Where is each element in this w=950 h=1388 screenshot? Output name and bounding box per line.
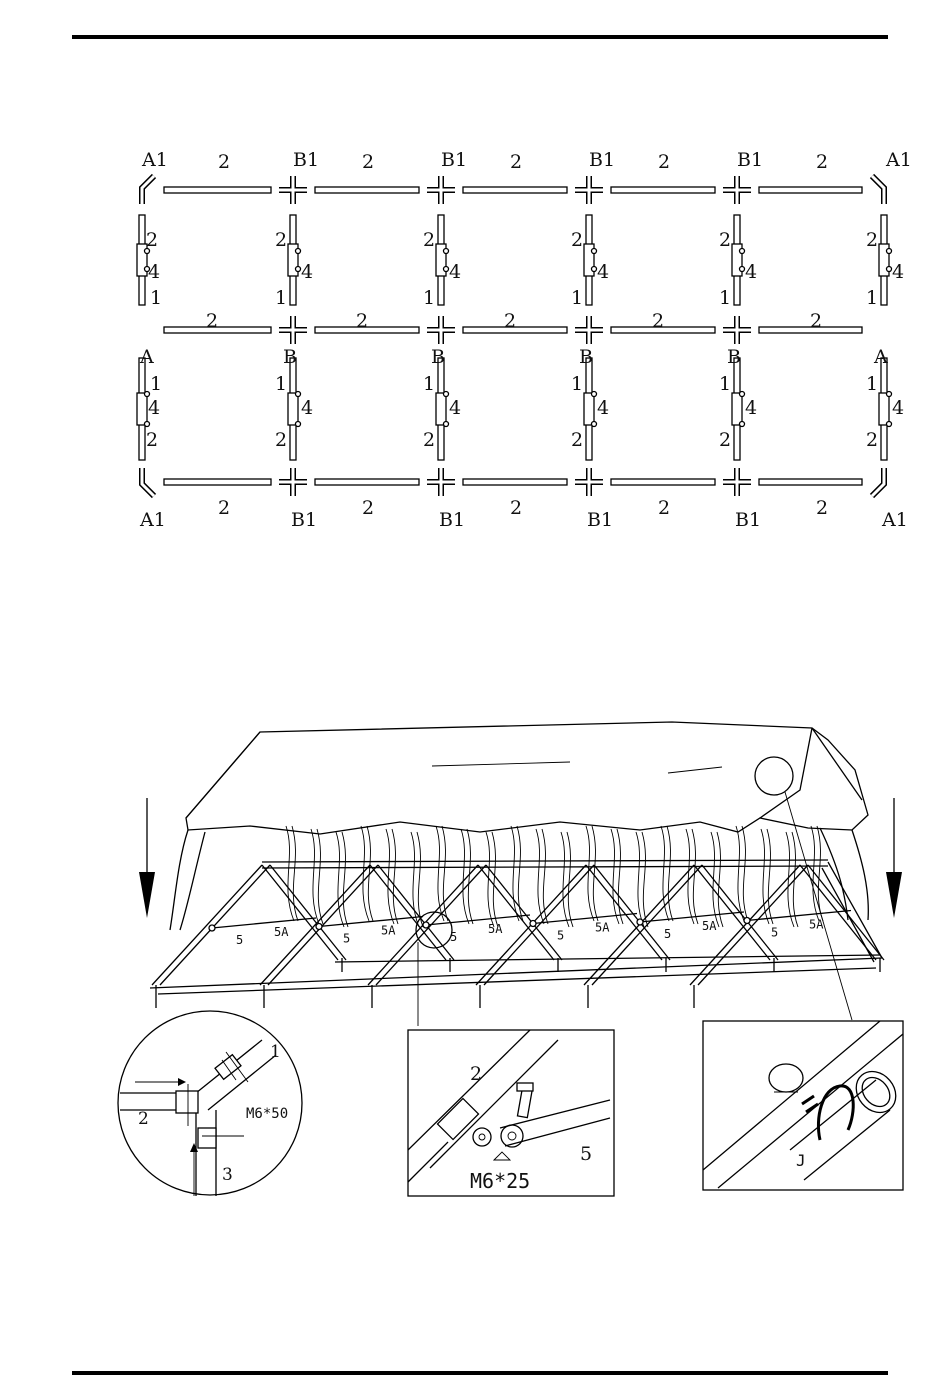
- clip-label: J: [796, 1151, 806, 1170]
- strap: [392, 829, 398, 924]
- strap: [667, 826, 673, 921]
- strap: [286, 826, 294, 921]
- corner-part-label-3: 3: [222, 1165, 233, 1185]
- strap: [336, 832, 344, 927]
- brace-label-5: 5: [236, 933, 243, 947]
- brace-pin: [209, 925, 215, 931]
- brace-joint-detail: 2 5 M6*25: [408, 1030, 614, 1196]
- clip-detail: J: [703, 1021, 904, 1190]
- strap: [686, 829, 694, 924]
- brace-pin: [530, 921, 536, 927]
- brace-label-5a: 5A: [488, 922, 503, 936]
- strap: [611, 829, 619, 924]
- strap: [636, 832, 644, 927]
- brace-label-5: 5: [343, 932, 350, 946]
- callout-line-clip: [785, 792, 852, 1020]
- knob-icon: [769, 1064, 803, 1092]
- strap: [317, 829, 323, 924]
- strap: [561, 832, 569, 927]
- rafter: [368, 865, 562, 1008]
- strap: [767, 829, 773, 924]
- rafter: [476, 865, 670, 1008]
- brace-bar: [212, 918, 316, 928]
- strap: [817, 826, 823, 921]
- brace-pin: [744, 918, 750, 924]
- brace-bar: [747, 911, 851, 921]
- corner-part-label-2: 2: [138, 1109, 149, 1129]
- brace-pin: [316, 924, 322, 930]
- strap: [736, 826, 744, 921]
- brace-pin: [423, 922, 429, 928]
- brace-pin: [637, 919, 643, 925]
- brace-label-5a: 5A: [381, 924, 396, 938]
- brace-bar: [640, 912, 744, 922]
- joint-part-label-2: 2: [470, 1063, 482, 1085]
- strap: [417, 832, 423, 927]
- brace-label-5: 5: [557, 929, 564, 943]
- strap: [711, 832, 719, 927]
- strap: [342, 832, 348, 927]
- down-arrow-right-icon: [886, 798, 902, 918]
- corner-bolt-label: M6*50: [246, 1106, 288, 1122]
- strap: [742, 826, 748, 921]
- corner-detail: 1 2 3 M6*50: [118, 1011, 302, 1196]
- strap: [411, 832, 419, 927]
- brace-label-5: 5: [450, 930, 457, 944]
- brace-bar: [426, 915, 530, 925]
- strap: [717, 832, 723, 927]
- brace-label-5: 5: [664, 927, 671, 941]
- strap: [642, 832, 648, 927]
- joint-bolt-label: M6*25: [470, 1169, 530, 1193]
- corner-part-label-1: 1: [270, 1042, 281, 1062]
- down-arrow-left-icon: [139, 798, 155, 918]
- joint-part-label-5: 5: [580, 1143, 592, 1165]
- brace-bar: [319, 917, 423, 927]
- strap: [311, 829, 319, 924]
- brace-label-5a: 5A: [595, 921, 610, 935]
- strap: [661, 826, 669, 921]
- brace-label-5a: 5A: [274, 925, 289, 939]
- brace-label-5: 5: [771, 926, 778, 940]
- brace-label-5a: 5A: [702, 919, 717, 933]
- detail-circle-clip: [755, 757, 793, 795]
- strap: [692, 829, 698, 924]
- brace-label-5a: 5A: [809, 918, 824, 932]
- strap: [536, 829, 544, 924]
